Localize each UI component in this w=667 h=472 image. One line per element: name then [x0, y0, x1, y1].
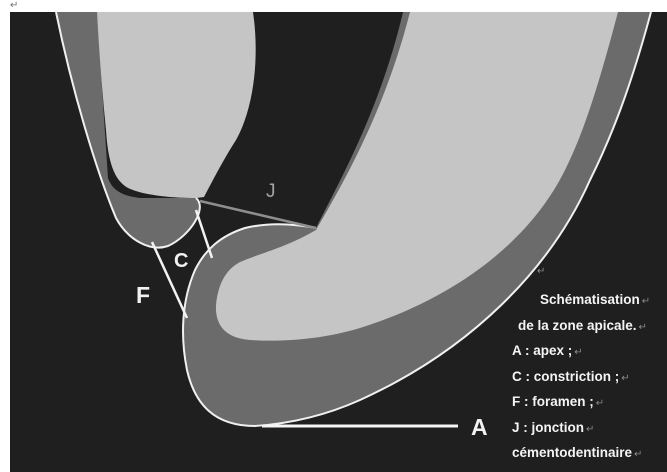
return-arrow-icon: ↵	[634, 449, 642, 460]
legend-item-foramen: F : foramen ;↵	[502, 390, 667, 416]
legend-item-constriction: C : constriction ;↵	[502, 365, 667, 391]
return-arrow-icon: ↵	[621, 373, 629, 384]
legend-title-line-2: de la zone apicale.↵	[502, 314, 667, 340]
return-arrow-icon: ↵	[537, 266, 545, 277]
return-arrow-icon: ↵	[639, 322, 647, 333]
return-arrow-icon: ↵	[586, 424, 594, 435]
junction-line	[200, 201, 316, 228]
return-arrow-icon: ↵	[596, 398, 604, 409]
legend: Schématisation↵ de la zone apicale.↵ A :…	[502, 288, 667, 467]
legend-item-apex: A : apex ;↵	[502, 339, 667, 365]
return-arrow-icon: ↵	[10, 0, 18, 11]
legend-item-junction: J : jonction↵	[502, 416, 667, 442]
constriction-line	[196, 210, 212, 258]
label-j: J	[266, 181, 276, 203]
legend-item-junction-cont: cémentodentinaire↵	[502, 441, 667, 467]
return-arrow-icon: ↵	[642, 296, 650, 307]
label-f: F	[136, 282, 150, 309]
label-c: C	[174, 250, 188, 273]
return-arrow-icon: ↵	[574, 347, 582, 358]
left-root-canal	[97, 12, 256, 198]
label-a: A	[471, 414, 488, 441]
legend-title-line-1: Schématisation↵	[502, 288, 667, 314]
